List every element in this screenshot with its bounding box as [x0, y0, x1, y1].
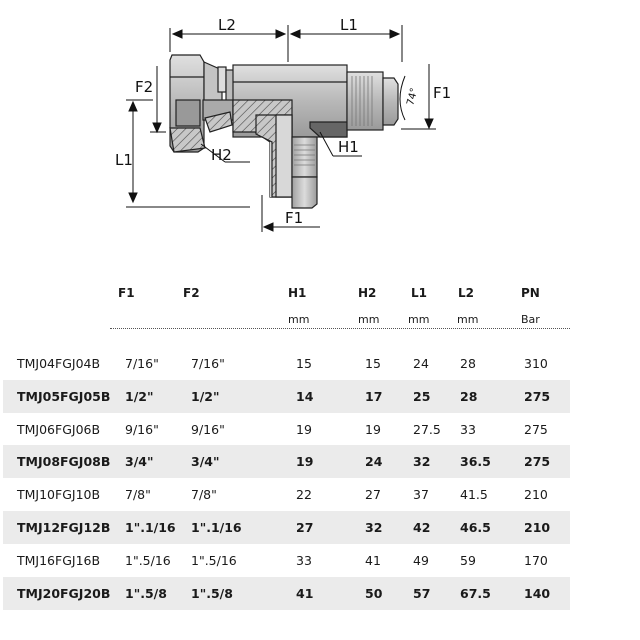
cell-h1: 19 [296, 454, 314, 470]
cell-code: TMJ04FGJ04B [17, 356, 101, 371]
cell-h2: 19 [365, 421, 381, 437]
table-row: TMJ05FGJ05B 1/2" 1/2" 14 17 25 28 275 [3, 379, 570, 413]
cell-l1: 57 [413, 585, 431, 601]
cell-f1: 1".1/16 [125, 520, 176, 535]
header-f1: F1 [118, 286, 135, 300]
cell-l2: 28 [460, 356, 476, 371]
cell-l2: 59 [460, 552, 476, 568]
cell-f2: 3/4" [191, 454, 220, 470]
table-row: TMJ06FGJ06B 9/16" 9/16" 19 19 27.5 33 275 [3, 413, 570, 446]
cell-h1: 14 [296, 388, 314, 404]
cell-pn: 140 [524, 585, 551, 601]
label-h1: H1 [338, 138, 359, 156]
cell-code: TMJ05FGJ05B [17, 388, 111, 404]
label-f1-right: F1 [433, 84, 451, 102]
cell-h2: 24 [365, 454, 383, 470]
cell-l1: 37 [413, 487, 429, 503]
table-row: TMJ20FGJ20B 1".5/8 1".5/8 41 50 57 67.5 140 [3, 576, 570, 610]
cell-f1: 1".5/16 [125, 552, 171, 568]
cell-h2: 17 [365, 388, 383, 404]
table-row: TMJ12FGJ12B 1".1/16 1".1/16 27 32 42 46.5 210 [3, 511, 570, 544]
cell-h1: 41 [296, 585, 314, 601]
cell-code: TMJ06FGJ06B [17, 421, 101, 437]
label-f1-bottom: F1 [285, 209, 303, 227]
header-h2: H2 [358, 286, 377, 300]
cell-code: TMJ10FGJ10B [17, 487, 101, 503]
dimension-lines [126, 25, 436, 232]
cell-f2: 7/16" [191, 356, 225, 371]
cell-h2: 50 [365, 585, 383, 601]
cell-l1: 24 [413, 356, 429, 371]
cell-code: TMJ12FGJ12B [17, 520, 111, 535]
cell-f1: 7/16" [125, 356, 159, 371]
unit-l1: mm [408, 313, 430, 326]
cell-f2: 1".5/8 [191, 585, 233, 601]
cell-f1: 1/2" [125, 388, 154, 404]
header-f2: F2 [183, 286, 200, 300]
cell-f1: 1".5/8 [125, 585, 167, 601]
label-l2: L2 [218, 16, 236, 34]
label-angle: 74° [405, 87, 420, 107]
cell-code: TMJ16FGJ16B [17, 552, 101, 568]
cell-h1: 33 [296, 552, 312, 568]
cell-h2: 32 [365, 520, 383, 535]
cell-pn: 310 [524, 356, 548, 371]
table-row: TMJ04FGJ04B 7/16" 7/16" 15 15 24 28 310 [3, 347, 570, 380]
cell-h2: 41 [365, 552, 381, 568]
label-l1-left: L1 [115, 151, 133, 169]
cell-f1: 3/4" [125, 454, 154, 470]
cell-l2: 46.5 [460, 520, 491, 535]
header-l1: L1 [411, 286, 427, 300]
cell-code: TMJ20FGJ20B [17, 585, 111, 601]
cell-pn: 210 [524, 520, 551, 535]
tee-fitting-drawing: L2 L1 F2 F1 L1 H2 H1 F1 74° [115, 16, 451, 232]
cell-l2: 41.5 [460, 487, 488, 503]
header-l2: L2 [458, 286, 474, 300]
cell-h2: 27 [365, 487, 381, 503]
cell-l1: 49 [413, 552, 429, 568]
cell-h1: 22 [296, 487, 312, 503]
cell-h1: 15 [296, 356, 312, 371]
cell-h1: 19 [296, 421, 312, 437]
cell-pn: 210 [524, 487, 548, 503]
cell-l1: 27.5 [413, 421, 441, 437]
cell-l2: 36.5 [460, 454, 491, 470]
cell-pn: 170 [524, 552, 548, 568]
cell-code: TMJ08FGJ08B [17, 454, 111, 470]
label-l1-top: L1 [340, 16, 358, 34]
cell-f1: 7/8" [125, 487, 151, 503]
unit-pn: Bar [521, 313, 540, 326]
table-row: TMJ16FGJ16B 1".5/16 1".5/16 33 41 49 59 170 [3, 544, 570, 577]
cell-l2: 33 [460, 421, 476, 437]
cell-f1: 9/16" [125, 421, 159, 437]
header-divider [110, 328, 570, 329]
cell-l2: 67.5 [460, 585, 491, 601]
cell-f2: 1".1/16 [191, 520, 242, 535]
cell-l1: 32 [413, 454, 431, 470]
table-row: TMJ10FGJ10B 7/8" 7/8" 22 27 37 41.5 210 [3, 478, 570, 511]
unit-l2: mm [457, 313, 479, 326]
cell-pn: 275 [524, 388, 551, 404]
cell-pn: 275 [524, 454, 551, 470]
table-row: TMJ08FGJ08B 3/4" 3/4" 19 24 32 36.5 275 [3, 445, 570, 479]
cell-h1: 27 [296, 520, 314, 535]
cell-f2: 1".5/16 [191, 552, 237, 568]
label-f2: F2 [135, 78, 153, 96]
dimension-labels: L2 L1 F2 F1 L1 H2 H1 F1 74° [115, 16, 451, 227]
cell-l2: 28 [460, 388, 478, 404]
cell-l1: 25 [413, 388, 431, 404]
cell-h2: 15 [365, 356, 381, 371]
cell-f2: 9/16" [191, 421, 225, 437]
cell-l1: 42 [413, 520, 431, 535]
cell-pn: 275 [524, 421, 548, 437]
header-pn: PN [521, 286, 540, 300]
fitting-body [169, 54, 399, 209]
cell-f2: 7/8" [191, 487, 217, 503]
header-h1: H1 [288, 286, 307, 300]
unit-h1: mm [288, 313, 310, 326]
label-h2: H2 [211, 146, 232, 164]
unit-h2: mm [358, 313, 380, 326]
cell-f2: 1/2" [191, 388, 220, 404]
